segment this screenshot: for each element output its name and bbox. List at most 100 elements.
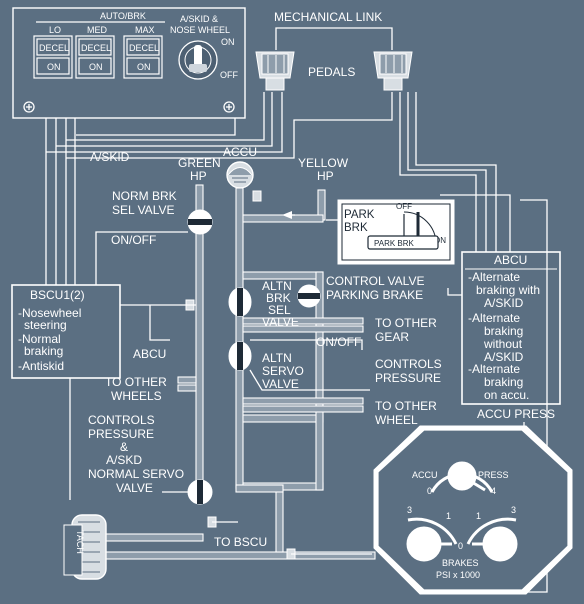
- hydraulic-pipes: [104, 184, 376, 560]
- tach-box: TACH: [63, 524, 85, 576]
- arrow-icon: [282, 211, 292, 219]
- abcu-item-3-line2: braking: [484, 375, 523, 389]
- abcu-item-3-line3: on accu.: [484, 388, 529, 402]
- controls-pressure-l-line3: &: [120, 440, 128, 454]
- bscu-item-2-line1: -Normal: [18, 332, 61, 346]
- right-pedal-icon: [373, 51, 413, 91]
- park-brk-on-label: ON: [434, 236, 446, 245]
- autobrk-med-on-light: ON: [89, 62, 103, 72]
- askid-switch-off-label: OFF: [220, 70, 238, 80]
- gauge-brakes-zero: 0: [458, 541, 463, 551]
- abcu-item-1-line2: braking with: [476, 283, 540, 297]
- altn-brk-line1: ALTN: [262, 279, 292, 293]
- park-brk-handle-label: PARK BRK: [374, 239, 415, 248]
- green-hp-line1: GREEN: [178, 156, 221, 170]
- autobrk-med-label: MED: [87, 25, 108, 35]
- autobrk-lo-on-light: ON: [47, 62, 61, 72]
- panel-screw-icon: [23, 101, 35, 113]
- altn-servo-line3: VALVE: [262, 377, 299, 391]
- altn-brk-line4: VALVE: [262, 315, 299, 329]
- park-brk-handle[interactable]: PARK BRK: [367, 235, 439, 250]
- green-hp-line2: HP: [190, 169, 207, 183]
- altn-brk-sel-valve-icon: [228, 287, 252, 317]
- brake-pressure-indicator: ACCU PRESS 0 4 3 1 1 3 0 BRAKES PSI x 10…: [373, 425, 573, 595]
- accumulator-icon: [226, 161, 254, 189]
- left-pedal-icon: [255, 51, 295, 91]
- autobrk-max-on-light: ON: [137, 62, 151, 72]
- accu-gauge-needle: [461, 474, 486, 492]
- gauge-right-one: 1: [476, 511, 481, 521]
- accu-press-label: ACCU PRESS: [477, 407, 555, 421]
- control-valve-line1: CONTROL VALVE: [326, 274, 424, 288]
- autobrake-panel-frame: [12, 7, 246, 119]
- abcu-title: ABCU: [494, 253, 527, 267]
- askid-nosewheel-switch[interactable]: [178, 40, 218, 80]
- connector-icon: [252, 190, 262, 202]
- askid-switch-title-line1: A/SKID &: [180, 14, 218, 24]
- altn-servo-valve-icon: [228, 341, 252, 371]
- yellow-hp-line2: HP: [317, 169, 334, 183]
- altn-brk-line2: BRK: [266, 291, 291, 305]
- norm-brk-line2: SEL VALVE: [112, 203, 174, 217]
- bscu-item-3-line1: -Antiskid: [18, 359, 64, 373]
- controls-pressure-l-line1: CONTROLS: [88, 413, 155, 427]
- controls-pressure-r-line1: CONTROLS: [375, 357, 442, 371]
- abcu-item-3-line1: -Alternate: [468, 362, 520, 376]
- gauge-press-label: PRESS: [478, 470, 509, 480]
- autobrk-lo-button[interactable]: DECEL ON: [33, 35, 73, 79]
- altn-servo-line1: ALTN: [262, 351, 292, 365]
- to-other-gear-line1: TO OTHER: [375, 316, 437, 330]
- gauge-left-one: 1: [446, 511, 451, 521]
- autobrake-panel: AUTO/BRK LO MED MAX DECEL ON DECEL ON DE…: [12, 7, 246, 119]
- park-brake-panel: PARK BRK OFF ON: [337, 199, 455, 265]
- askid-switch-on-label: ON: [221, 37, 235, 47]
- autobrk-med-button[interactable]: DECEL ON: [75, 35, 115, 79]
- autobrk-lo-label: LO: [49, 25, 61, 35]
- norm-brk-sel-valve-icon: [187, 209, 213, 235]
- normal-servo-line1: NORMAL SERVO: [88, 467, 184, 481]
- on-off-label: ON/OFF: [111, 233, 156, 247]
- controls-pressure-l-line2: PRESSURE: [88, 427, 154, 441]
- parking-brake-control-valve-icon: [297, 284, 321, 308]
- park-brk-line1: PARK: [344, 209, 375, 221]
- abcu-item-1-line1: -Alternate: [468, 270, 520, 284]
- gauge-accu-label: ACCU: [412, 470, 438, 480]
- controls-pressure-l-line4: A/SKD: [106, 453, 142, 467]
- altn-brk-line3: SEL: [268, 303, 291, 317]
- to-other-wheels-line1: TO OTHER: [105, 375, 167, 389]
- abcu-item-1-line3: A/SKID: [484, 296, 524, 310]
- to-other-wheel-line1: TO OTHER: [375, 399, 437, 413]
- autobrk-lo-decel-light: DECEL: [39, 43, 69, 53]
- to-other-wheel-line2: WHEEL: [375, 413, 418, 427]
- accu-label: ACCU: [223, 145, 257, 159]
- park-brk-off-label: OFF: [396, 202, 412, 211]
- autobrk-max-decel-light: DECEL: [129, 43, 159, 53]
- autobrk-max-label: MAX: [135, 25, 155, 35]
- gauge-right-three: 3: [511, 505, 516, 515]
- bscu-item-1-line2: steering: [24, 318, 67, 332]
- altn-servo-line2: SERVO: [262, 364, 304, 378]
- controls-pressure-r-line2: PRESSURE: [375, 371, 441, 385]
- pedals-label: PEDALS: [308, 65, 355, 79]
- bscu-item-2-line2: braking: [24, 344, 63, 358]
- mechanical-link-line: [275, 27, 393, 50]
- abcu-item-2-line2: braking: [484, 324, 523, 338]
- abcu-item-2-line4: A/SKID: [484, 350, 524, 364]
- autobrk-med-decel-light: DECEL: [81, 43, 111, 53]
- askid-line-label: A/SKID: [90, 150, 130, 164]
- mechanical-link-label: MECHANICAL LINK: [274, 10, 382, 24]
- norm-brk-line1: NORM BRK: [112, 189, 177, 203]
- autobrk-max-button[interactable]: DECEL ON: [123, 35, 163, 79]
- bscu-box: BSCU1(2) -Nosewheel steering -Normal bra…: [11, 284, 121, 379]
- yellow-hp-line1: YELLOW: [298, 156, 349, 170]
- gauge-zero-label: 0: [427, 486, 432, 496]
- control-valve-line2: PARKING BRAKE: [326, 288, 423, 302]
- bscu-title: BSCU1(2): [30, 288, 85, 302]
- on-off-label-2: ON/OFF: [316, 335, 361, 349]
- normal-servo-line2: VALVE: [116, 481, 153, 495]
- abcu-box: ABCU -Alternate braking with A/SKID -Alt…: [461, 251, 561, 405]
- gauge-brakes-label: BRAKES: [442, 558, 479, 568]
- gauge-four-label: 4: [491, 486, 496, 496]
- bscu-item-1-line1: -Nosewheel: [18, 306, 81, 320]
